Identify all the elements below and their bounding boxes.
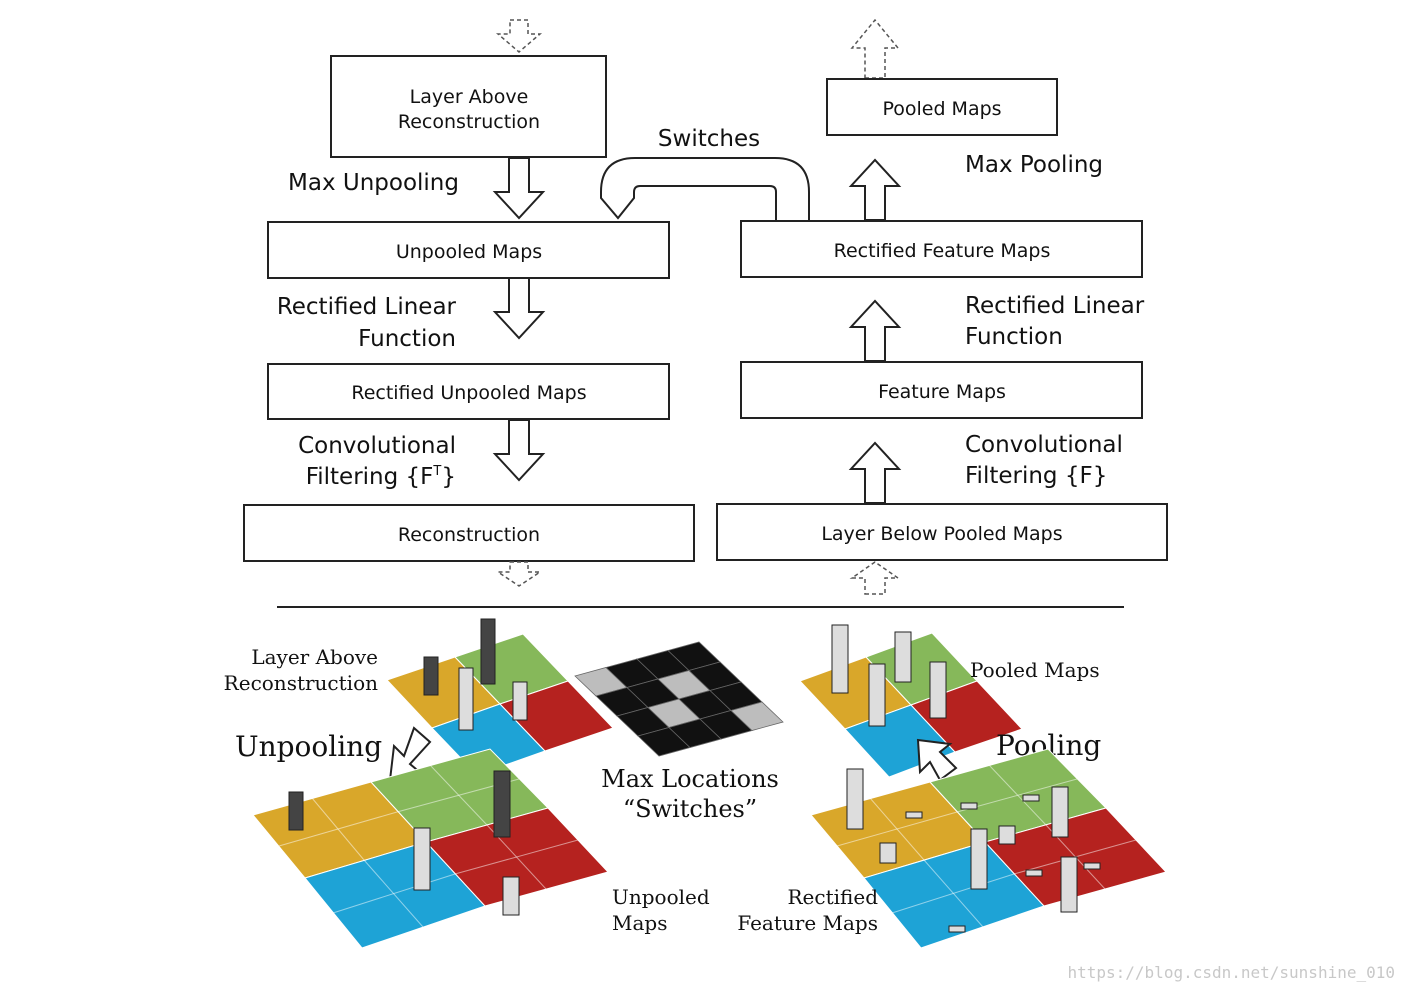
watermark: https://blog.csdn.net/sunshine_010 [1067,963,1395,982]
ill-label-switches: “Switches” [623,795,757,823]
arrow-max-pooling [850,159,900,221]
label-max-unpooling: Max Unpooling [288,170,459,196]
ill-label-unpooling: Unpooling [235,730,382,763]
label-relu-right-line1: Rectified Linear [965,293,1145,319]
grid-switches [574,641,784,757]
box-layer-below-pooled-maps-label: Layer Below Pooled Maps [821,523,1062,545]
grid-layer-above [386,618,614,776]
label-switches: Switches [658,126,760,152]
box-reconstruction [243,504,695,562]
box-reconstruction-label: Reconstruction [398,524,540,546]
dashed-arrow-out-left [495,561,543,587]
label-conv-left-line1: Convolutional [298,433,456,459]
ill-label-layer-above-line1: Layer Above [251,645,378,669]
label-relu-left-line2: Function [358,326,456,352]
arrow-max-unpooling [494,157,544,219]
label-conv-left-superscript: T [432,464,441,479]
ill-label-unpooled-line1: Unpooled [612,885,710,909]
switches-connector [600,157,810,221]
label-relu-right-line2: Function [965,324,1063,350]
label-conv-left-line2: Filtering {FT} [306,464,456,490]
label-conv-right-line2: Filtering {F} [965,463,1107,489]
arrow-conv-right [850,442,900,504]
ill-label-rectified-line1: Rectified [787,885,878,909]
box-layer-above-line1: Layer Above [410,86,529,108]
box-layer-above-line2: Reconstruction [398,111,540,133]
label-max-pooling: Max Pooling [965,152,1103,178]
box-rectified-feature-maps [740,220,1143,278]
box-layer-below-pooled-maps [716,503,1168,561]
grid-pooled-maps [799,624,1023,778]
box-unpooled-maps [267,221,670,279]
label-relu-left-line1: Rectified Linear [277,294,457,320]
box-rectified-feature-maps-label: Rectified Feature Maps [834,240,1051,262]
arrow-conv-left [494,419,544,481]
dashed-arrow-out-right [850,18,900,79]
label-conv-left-f: Filtering {F [306,464,434,490]
label-conv-right-line1: Convolutional [965,432,1123,458]
box-pooled-maps [826,78,1058,136]
box-pooled-maps-label: Pooled Maps [882,98,1001,120]
label-conv-left-close: } [441,464,456,490]
box-rectified-unpooled-maps-label: Rectified Unpooled Maps [351,382,586,404]
ill-arrow-pooling [916,738,958,782]
arrow-relu-left [494,277,544,339]
box-layer-above-reconstruction [330,55,607,158]
dashed-arrow-in-left [495,19,543,53]
ill-label-layer-above-line2: Reconstruction [224,671,378,695]
grid-unpooled-maps [252,748,609,949]
ill-label-rectified-line2: Feature Maps [737,911,878,935]
ill-label-unpooled-line2: Maps [612,911,667,935]
box-feature-maps [740,361,1143,419]
grid-rectified-feature-maps [810,748,1167,949]
switch-cell [730,701,784,731]
box-unpooled-maps-label: Unpooled Maps [396,241,542,263]
box-feature-maps-label: Feature Maps [878,381,1006,403]
box-rectified-unpooled-maps [267,363,670,420]
arrow-relu-right [850,300,900,362]
ill-label-max-locations: Max Locations [601,765,779,793]
ill-label-pooled-maps: Pooled Maps [970,658,1100,682]
dashed-arrow-in-right [849,561,901,595]
